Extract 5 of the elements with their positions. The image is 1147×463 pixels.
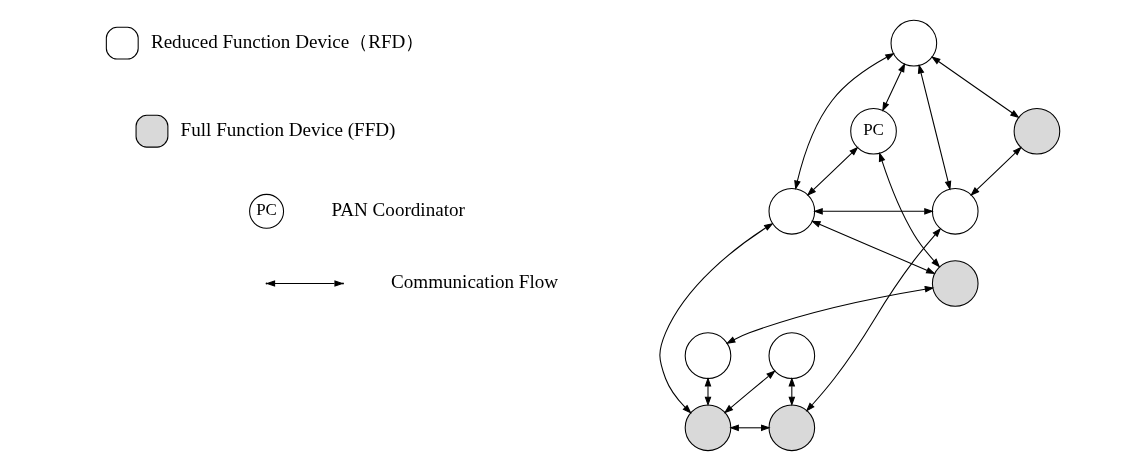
legend-label: Reduced Function Device（RFD） [150,30,425,52]
legend-label: Full Function Device (FFD) [180,118,396,140]
legend-label: Communication Flow [391,271,559,293]
legend-label: PAN Coordinator [331,199,465,221]
label: PC [256,200,277,220]
